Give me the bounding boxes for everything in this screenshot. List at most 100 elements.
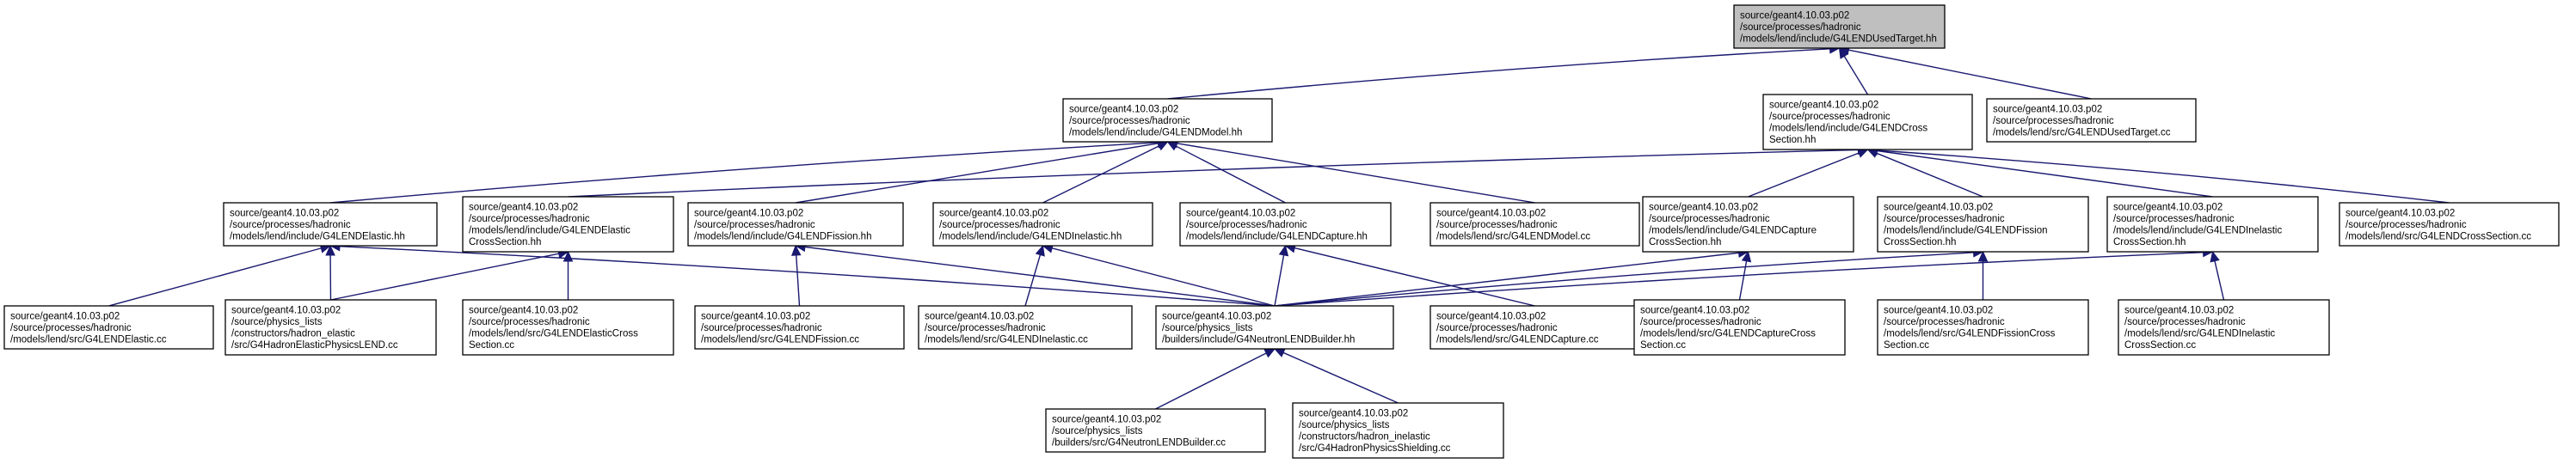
node-label-line: source/geant4.10.03.p02 bbox=[1069, 104, 1178, 114]
graph-node[interactable]: source/geant4.10.03.p02/source/processes… bbox=[462, 196, 674, 253]
node-label-line: source/geant4.10.03.p02 bbox=[1884, 306, 1993, 316]
graph-node[interactable]: source/geant4.10.03.p02/source/processes… bbox=[2106, 196, 2319, 253]
node-label-line: /source/physics_lists bbox=[231, 317, 323, 327]
dependency-edge bbox=[1877, 150, 2450, 204]
graph-node[interactable]: source/geant4.10.03.p02/source/processes… bbox=[1429, 305, 1640, 350]
node-label-line: /source/processes/hadronic bbox=[1740, 22, 1861, 33]
dependency-edge bbox=[1274, 251, 2204, 307]
dependency-edge bbox=[1042, 145, 1159, 204]
graph-node[interactable]: source/geant4.10.03.p02/source/processes… bbox=[1762, 94, 1973, 150]
node-label-line: /source/processes/hadronic bbox=[469, 214, 590, 224]
node-box bbox=[462, 196, 674, 253]
graph-node[interactable]: source/geant4.10.03.p02/source/processes… bbox=[223, 202, 438, 247]
node-box bbox=[1429, 202, 1640, 247]
node-label-line: /source/processes/hadronic bbox=[1884, 317, 2005, 327]
graph-node[interactable]: source/geant4.10.03.p02/source/processes… bbox=[694, 305, 905, 350]
graph-node[interactable]: source/geant4.10.03.p02/source/processes… bbox=[1429, 202, 1640, 247]
node-label-line: /source/processes/hadronic bbox=[1436, 220, 1558, 230]
node-label-line: /models/lend/include/G4LENDCross bbox=[1769, 124, 1927, 134]
node-label-line: CrossSection.hh bbox=[1649, 237, 1721, 247]
dependency-edge bbox=[330, 253, 559, 301]
arrowhead bbox=[563, 250, 574, 262]
arrowhead bbox=[1741, 250, 1752, 263]
node-box bbox=[932, 202, 1153, 247]
node-box bbox=[1045, 408, 1266, 453]
node-label-line: /source/processes/hadronic bbox=[939, 220, 1061, 230]
dependency-edge bbox=[1877, 150, 2213, 198]
node-label-line: /src/G4HadronElasticPhysicsLEND.cc bbox=[231, 340, 398, 351]
graph-node[interactable]: source/geant4.10.03.p02/source/processes… bbox=[2118, 299, 2330, 356]
dependency-edge bbox=[796, 254, 801, 307]
graph-node[interactable]: source/geant4.10.03.p02/source/physics_l… bbox=[1155, 305, 1394, 350]
graph-node[interactable]: source/geant4.10.03.p02/source/processes… bbox=[932, 202, 1153, 247]
graph-node[interactable]: source/geant4.10.03.p02/source/processes… bbox=[1877, 196, 2089, 253]
node-label-line: source/geant4.10.03.p02 bbox=[230, 208, 339, 218]
dependency-edge bbox=[1843, 56, 1869, 95]
node-box bbox=[1986, 98, 2197, 143]
dependency-edge bbox=[1175, 145, 1286, 204]
node-label-line: source/geant4.10.03.p02 bbox=[1769, 101, 1878, 111]
node-box bbox=[687, 202, 904, 247]
node-label-line: /models/lend/include/G4LENDFission bbox=[1884, 226, 2047, 236]
edges-layer bbox=[108, 44, 2450, 410]
graph-node[interactable]: source/geant4.10.03.p02/source/processes… bbox=[462, 299, 674, 356]
dependency-edge bbox=[1177, 143, 1535, 204]
node-box bbox=[1733, 4, 1946, 49]
graph-node[interactable]: source/geant4.10.03.p02/source/physics_l… bbox=[1292, 402, 1504, 459]
dependency-edge bbox=[108, 247, 322, 307]
node-label-line: source/geant4.10.03.p02 bbox=[694, 208, 803, 218]
node-label-line: /models/lend/include/G4LENDCapture bbox=[1649, 226, 1817, 236]
graph-node: source/geant4.10.03.p02/source/processes… bbox=[1733, 4, 1946, 49]
graph-node[interactable]: source/geant4.10.03.p02/source/processes… bbox=[1642, 196, 1854, 253]
graph-node[interactable]: source/geant4.10.03.p02/source/physics_l… bbox=[1045, 408, 1266, 453]
node-label-line: source/geant4.10.03.p02 bbox=[1299, 409, 1408, 419]
dependency-edge bbox=[804, 246, 1276, 307]
node-label-line: /source/processes/hadronic bbox=[2124, 317, 2246, 327]
dependency-edge bbox=[339, 246, 1276, 307]
node-label-line: /models/lend/src/G4LENDFissionCross bbox=[1884, 329, 2056, 339]
node-label-line: /source/processes/hadronic bbox=[2345, 220, 2467, 230]
graph-node[interactable]: source/geant4.10.03.p02/source/processes… bbox=[1062, 98, 1273, 143]
dependency-edge bbox=[329, 142, 1159, 204]
arrowhead bbox=[1156, 141, 1169, 151]
node-label-line: source/geant4.10.03.p02 bbox=[2124, 306, 2234, 316]
graph-node[interactable]: source/geant4.10.03.p02/source/processes… bbox=[918, 305, 1133, 350]
node-box bbox=[1877, 196, 2089, 253]
node-box bbox=[224, 299, 437, 356]
graph-node[interactable]: source/geant4.10.03.p02/source/processes… bbox=[3, 305, 214, 350]
node-label-line: /source/processes/hadronic bbox=[1436, 323, 1558, 333]
graph-node[interactable]: source/geant4.10.03.p02/source/processes… bbox=[1179, 202, 1392, 247]
node-label-line: source/geant4.10.03.p02 bbox=[2113, 203, 2222, 213]
node-box bbox=[1877, 299, 2089, 356]
node-label-line: /source/processes/hadronic bbox=[1769, 112, 1891, 122]
node-label-line: /models/lend/src/G4LENDCrossSection.cc bbox=[2345, 231, 2531, 241]
node-label-line: source/geant4.10.03.p02 bbox=[1186, 208, 1295, 218]
graph-node[interactable]: source/geant4.10.03.p02/source/processes… bbox=[1986, 98, 2197, 143]
graph-node[interactable]: source/geant4.10.03.p02/source/processes… bbox=[1633, 299, 1846, 356]
arrowhead bbox=[1977, 250, 1989, 262]
dependency-edge bbox=[1294, 247, 1535, 307]
node-label-line: CrossSection.hh bbox=[1884, 237, 1956, 247]
node-label-line: /models/lend/src/G4LENDCaptureCross bbox=[1640, 329, 1816, 339]
node-label-line: /models/lend/include/G4LENDElastic bbox=[469, 226, 630, 236]
node-box bbox=[1292, 402, 1504, 459]
node-label-line: Section.hh bbox=[1769, 135, 1816, 145]
node-label-line: /source/processes/hadronic bbox=[1069, 116, 1190, 126]
node-label-line: /source/processes/hadronic bbox=[1993, 116, 2114, 126]
node-box bbox=[2339, 202, 2560, 247]
graph-node[interactable]: source/geant4.10.03.p02/source/processes… bbox=[1877, 299, 2089, 356]
graph-node[interactable]: source/geant4.10.03.p02/source/physics_l… bbox=[224, 299, 437, 356]
node-label-line: /models/lend/src/G4LENDElasticCross bbox=[469, 329, 638, 339]
node-label-line: /models/lend/include/G4LENDUsedTarget.hh bbox=[1740, 34, 1937, 44]
node-label-line: source/geant4.10.03.p02 bbox=[1436, 311, 1546, 321]
dependency-edge bbox=[1848, 49, 2092, 100]
node-box bbox=[462, 299, 674, 356]
nodes-layer: source/geant4.10.03.p02/source/processes… bbox=[3, 4, 2560, 459]
dependency-edge bbox=[1274, 252, 1739, 307]
node-box bbox=[694, 305, 905, 350]
node-label-line: /models/lend/src/G4LENDModel.cc bbox=[1436, 231, 1590, 241]
node-label-line: /source/processes/hadronic bbox=[925, 323, 1046, 333]
graph-node[interactable]: source/geant4.10.03.p02/source/processes… bbox=[687, 202, 904, 247]
node-label-line: CrossSection.cc bbox=[2124, 340, 2196, 351]
graph-node[interactable]: source/geant4.10.03.p02/source/processes… bbox=[2339, 202, 2560, 247]
